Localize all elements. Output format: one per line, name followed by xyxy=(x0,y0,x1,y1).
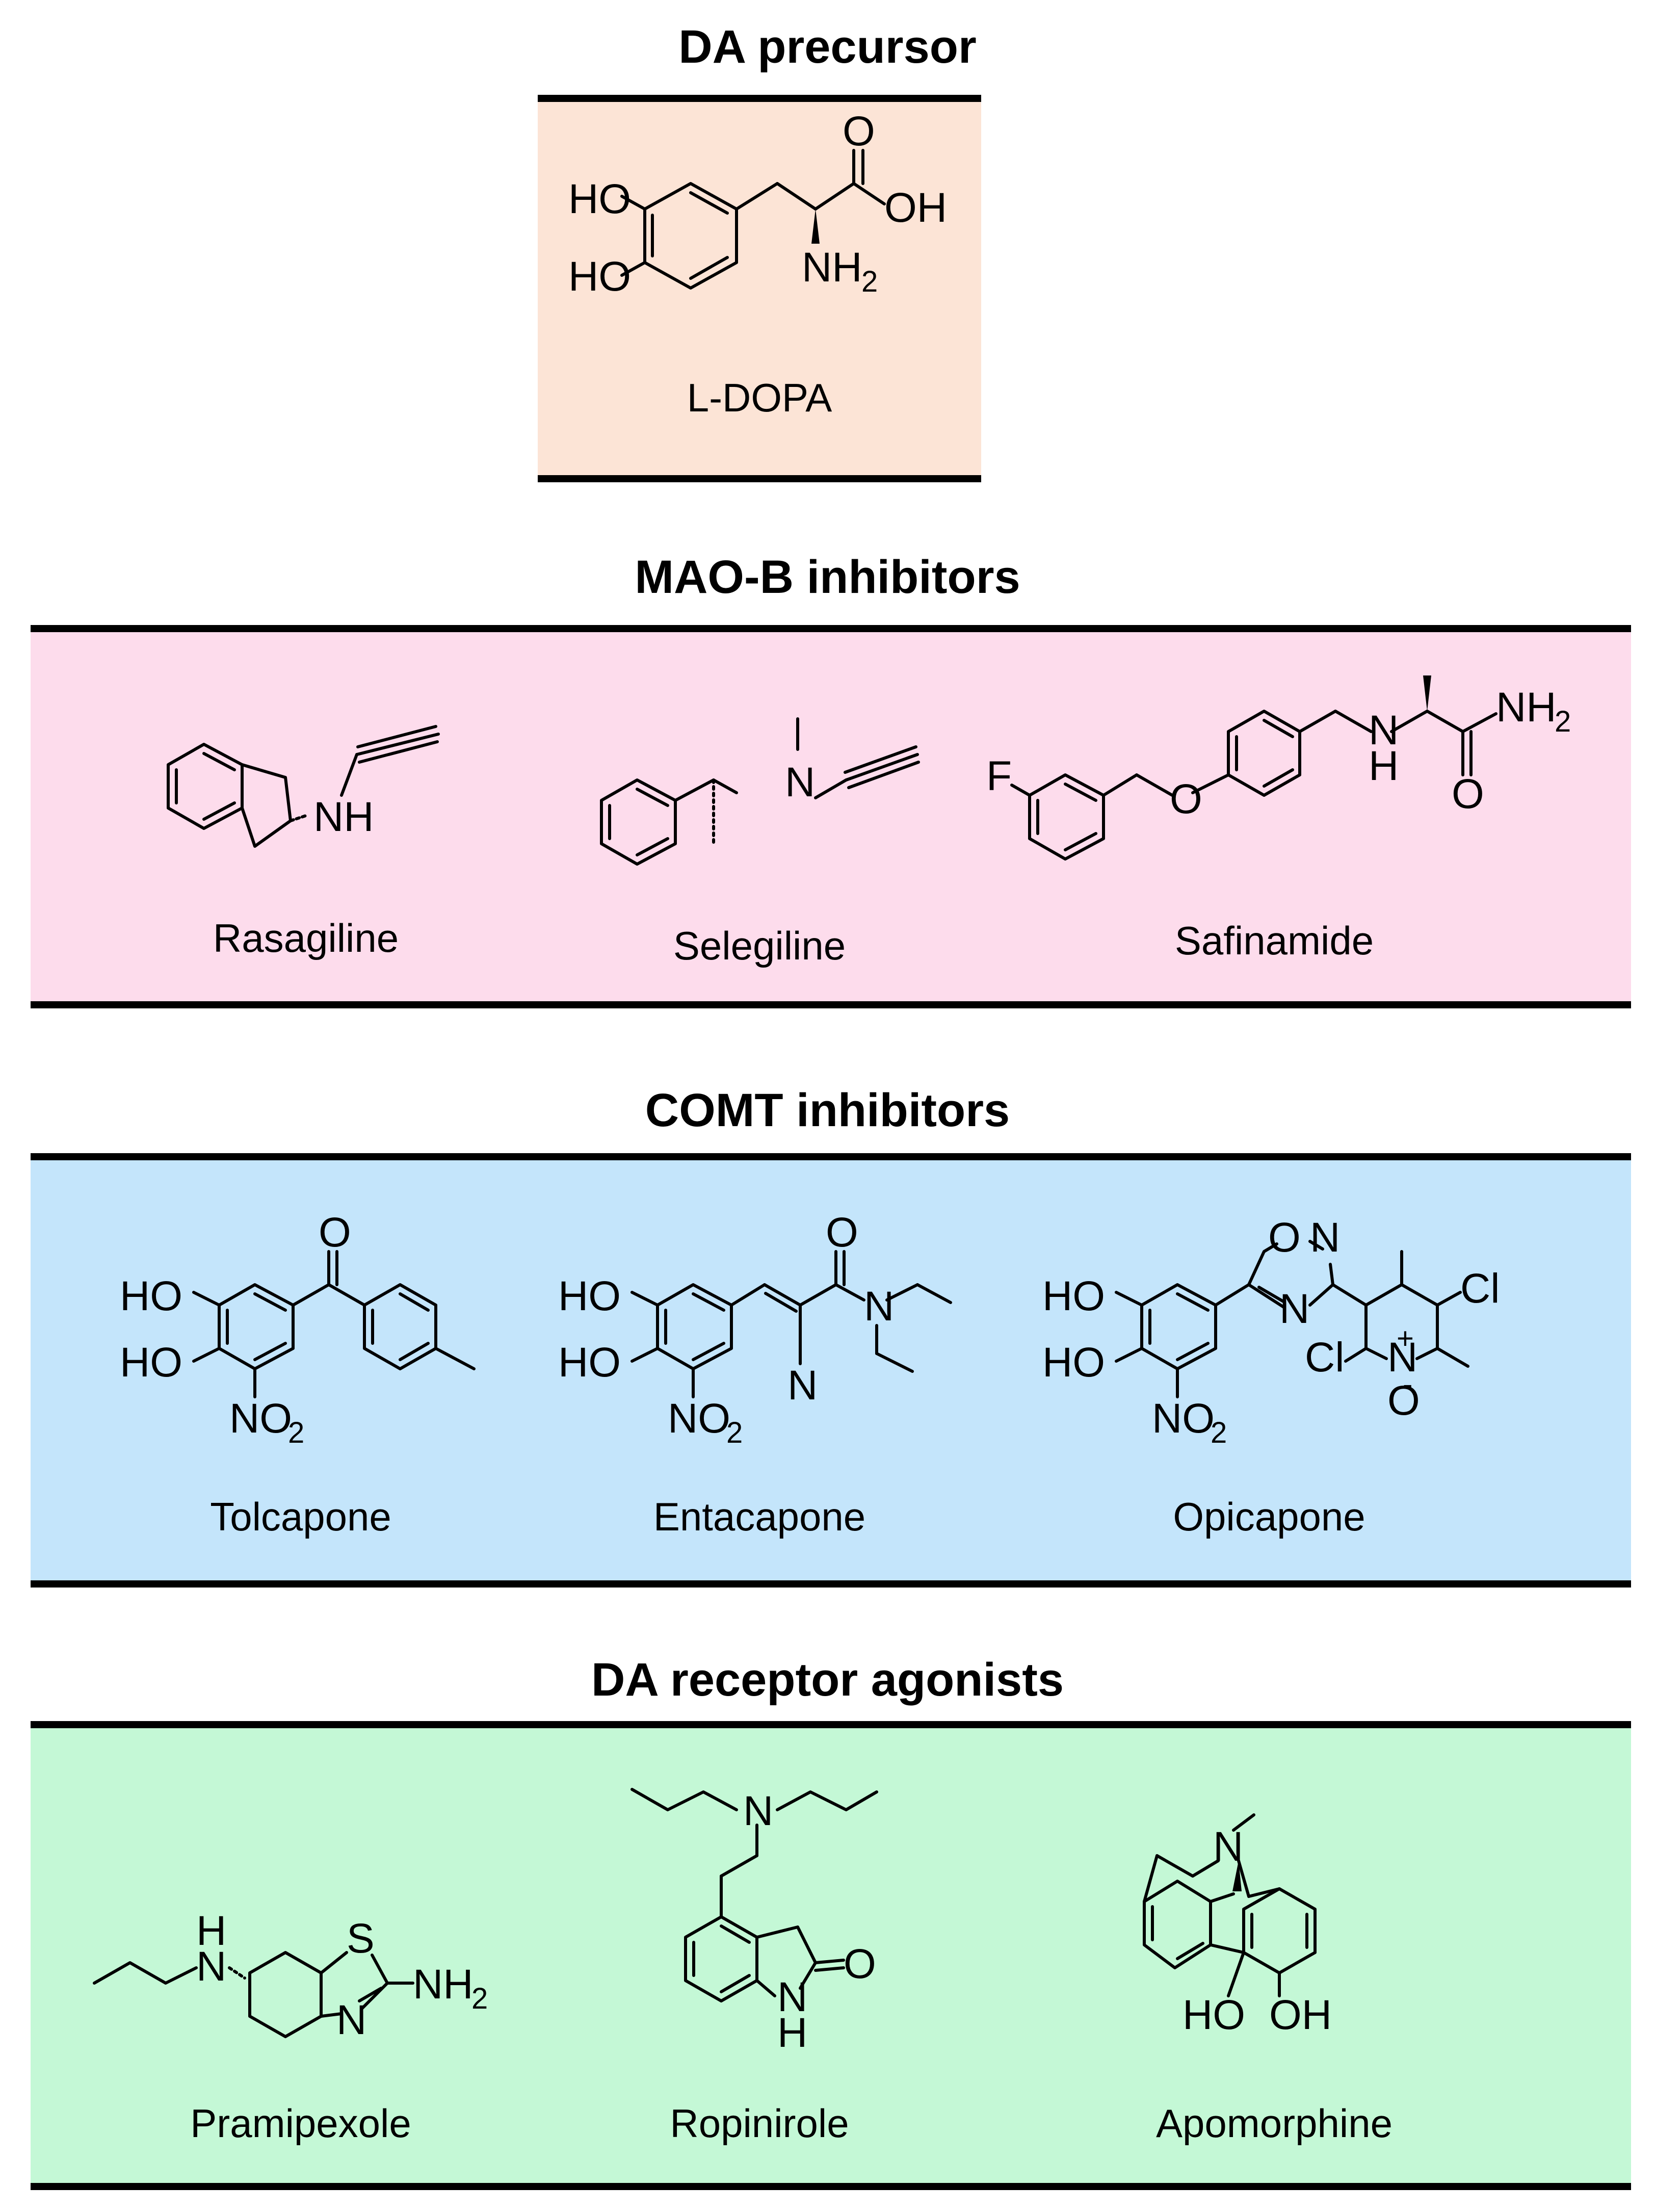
atom-no2: NO xyxy=(1152,1395,1215,1442)
atom-nh2: NH xyxy=(802,244,862,291)
atom-nh2-amide-sub: 2 xyxy=(1555,705,1571,738)
structure-apomorphine: N HO OH xyxy=(1111,1800,1570,2085)
panel-comt-inhibitors xyxy=(31,1153,1631,1588)
atom-n-amide: N xyxy=(864,1283,894,1330)
compound-name-ropinirole: Ropinirole xyxy=(670,2101,849,2146)
structure-pramipexole: N H S N NH 2 xyxy=(82,1896,540,2090)
atom-n: N xyxy=(785,759,815,805)
atom-nh-n: N xyxy=(777,1974,807,2020)
atom-cl-2: Cl xyxy=(1305,1334,1344,1381)
atom-o-minus: - xyxy=(1403,1368,1412,1401)
atom-n-plus: + xyxy=(1397,1322,1414,1355)
atom-ho-1: HO xyxy=(568,176,631,222)
section-title-comt-inhibitors: COMT inhibitors xyxy=(645,1084,1010,1136)
structure-ropinirole: N O N H xyxy=(601,1764,1009,2080)
atom-f: F xyxy=(986,753,1012,799)
atom-nh2: NH xyxy=(413,1961,473,2008)
atom-o-amide: O xyxy=(1452,771,1484,817)
atom-nh-h: H xyxy=(777,2010,807,2056)
atom-s: S xyxy=(347,1915,375,1962)
compound-name-apomorphine: Apomorphine xyxy=(1156,2101,1393,2146)
compound-name-safinamide: Safinamide xyxy=(1174,918,1374,963)
structure-safinamide: F O N H O NH 2 xyxy=(968,675,1631,892)
atom-no2: NO xyxy=(668,1395,730,1442)
atom-ho-2: HO xyxy=(558,1339,621,1386)
compound-name-rasagiline: Rasagiline xyxy=(213,916,399,960)
atom-n-thiazole: N xyxy=(336,1997,366,2043)
atom-ho-2: HO xyxy=(120,1339,182,1386)
atom-nh-n: N xyxy=(196,1943,226,1990)
atom-n-pyridine: N xyxy=(1387,1334,1417,1381)
atom-nh-h: H xyxy=(196,1908,226,1954)
atom-cl-1: Cl xyxy=(1460,1265,1500,1312)
atom-o: O xyxy=(319,1209,351,1256)
atom-nh2-sub: 2 xyxy=(861,265,878,298)
structure-l-dopa: HO HO O OH NH 2 xyxy=(538,102,981,387)
section-title-mao-b-inhibitors: MAO-B inhibitors xyxy=(635,551,1020,603)
structure-rasagiline: NH xyxy=(127,678,484,892)
atom-ho-2: HO xyxy=(1042,1339,1105,1386)
section-title-da-precursor: DA precursor xyxy=(678,21,977,73)
atom-nh: NH xyxy=(313,794,374,840)
atom-ho-1: HO xyxy=(558,1273,621,1319)
structure-selegiline: N xyxy=(561,678,968,892)
compound-name-pramipexole: Pramipexole xyxy=(190,2101,411,2146)
panel-da-receptor-agonists xyxy=(31,1721,1631,2190)
compound-name-tolcapone: Tolcapone xyxy=(210,1494,391,1539)
compound-name-opicapone: Opicapone xyxy=(1173,1494,1365,1539)
atom-ho-1: HO xyxy=(1042,1273,1105,1319)
atom-ho-2: HO xyxy=(568,253,631,300)
structure-opicapone: HO HO O N N Cl Cl N + O - NO 2 xyxy=(1040,1213,1600,1458)
panel-da-precursor xyxy=(538,95,981,482)
atom-ho-1: HO xyxy=(120,1273,182,1319)
atom-n: N xyxy=(1213,1824,1243,1870)
atom-nh-n: N xyxy=(1369,707,1399,753)
atom-nh-h: H xyxy=(1369,743,1399,789)
atom-nh2-sub: 2 xyxy=(471,1982,488,2015)
atom-no2: NO xyxy=(229,1395,292,1442)
atom-nh2-amide: NH xyxy=(1496,684,1556,731)
atom-no2-sub: 2 xyxy=(726,1416,743,1449)
structure-entacapone: HO HO O N N NO 2 xyxy=(556,1209,1014,1458)
atom-n-amine: N xyxy=(743,1788,773,1834)
atom-n-nitrile: N xyxy=(787,1362,818,1409)
atom-n-ring-1: N xyxy=(1310,1214,1340,1261)
panel-mao-b-inhibitors xyxy=(31,625,1631,1008)
atom-no2-sub: 2 xyxy=(288,1416,304,1449)
atom-o-ring: O xyxy=(1268,1214,1301,1261)
atom-o: O xyxy=(826,1209,858,1256)
compound-name-l-dopa: L-DOPA xyxy=(687,375,832,420)
atom-o-oxide: O xyxy=(1387,1377,1420,1424)
atom-n-ring-2: N xyxy=(1279,1286,1309,1332)
atom-oh: OH xyxy=(884,185,947,231)
structure-tolcapone: HO HO O NO 2 xyxy=(117,1209,525,1458)
atom-ho: HO xyxy=(1183,1992,1245,2038)
atom-o: O xyxy=(843,108,875,154)
atom-oh: OH xyxy=(1269,1992,1332,2038)
compound-name-selegiline: Selegiline xyxy=(673,923,846,968)
atom-no2-sub: 2 xyxy=(1211,1416,1227,1449)
atom-o: O xyxy=(844,1941,876,1987)
section-title-da-receptor-agonists: DA receptor agonists xyxy=(591,1654,1064,1706)
atom-o-ether: O xyxy=(1170,776,1202,822)
compound-name-entacapone: Entacapone xyxy=(653,1494,866,1539)
